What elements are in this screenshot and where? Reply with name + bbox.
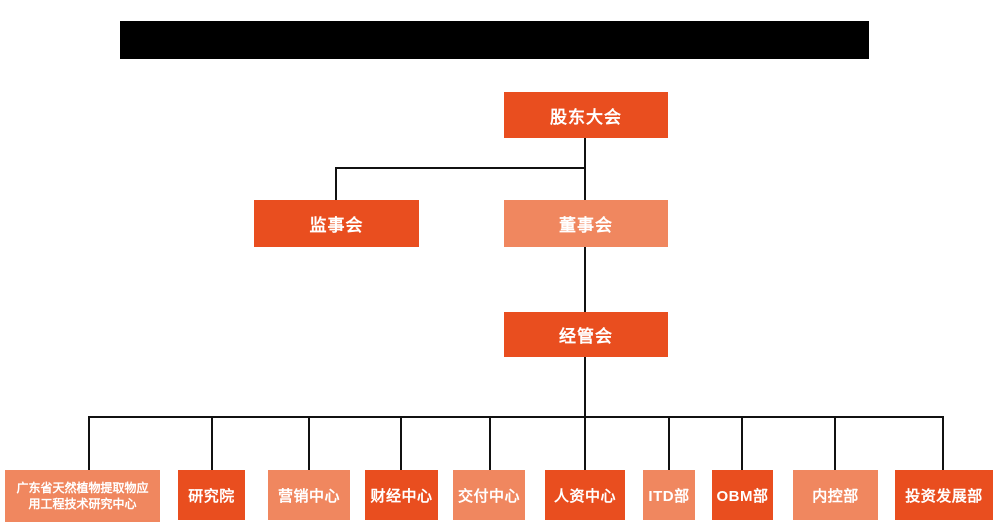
connector-drop-delivery <box>489 416 491 470</box>
department-finance-center: 财经中心 <box>365 470 438 520</box>
connector-level2-horizontal <box>335 167 586 169</box>
connector-drop-finance <box>400 416 402 470</box>
department-hr-center: 人资中心 <box>545 470 625 520</box>
connector-departments-horizontal <box>88 416 944 418</box>
connector-board-management <box>584 247 586 313</box>
department-delivery-center: 交付中心 <box>453 470 525 520</box>
connector-drop-obm <box>741 416 743 470</box>
department-research-institute: 研究院 <box>178 470 245 520</box>
connector-drop-investment <box>942 416 944 470</box>
department-obm: OBM部 <box>712 470 773 520</box>
connector-management-down <box>584 357 586 417</box>
department-investment-development: 投资发展部 <box>895 470 993 520</box>
department-research-center: 广东省天然植物提取物应 用工程技术研究中心 <box>5 470 160 522</box>
connector-drop-internal-control <box>834 416 836 470</box>
connector-drop-itd <box>668 416 670 470</box>
redacted-title-bar <box>120 21 869 59</box>
department-internal-control: 内控部 <box>793 470 878 520</box>
connector-supervisory-drop <box>335 167 337 201</box>
connector-drop-research-institute <box>211 416 213 470</box>
org-node-shareholders-meeting: 股东大会 <box>504 92 668 138</box>
org-node-board-of-directors: 董事会 <box>504 200 668 247</box>
org-node-supervisory-board: 监事会 <box>254 200 419 247</box>
department-itd: ITD部 <box>643 470 695 520</box>
connector-drop-research-center <box>88 416 90 470</box>
connector-drop-marketing <box>308 416 310 470</box>
connector-shareholders-down <box>584 138 586 201</box>
org-node-management-committee: 经管会 <box>504 312 668 357</box>
department-marketing-center: 营销中心 <box>268 470 350 520</box>
connector-drop-hr <box>584 416 586 470</box>
